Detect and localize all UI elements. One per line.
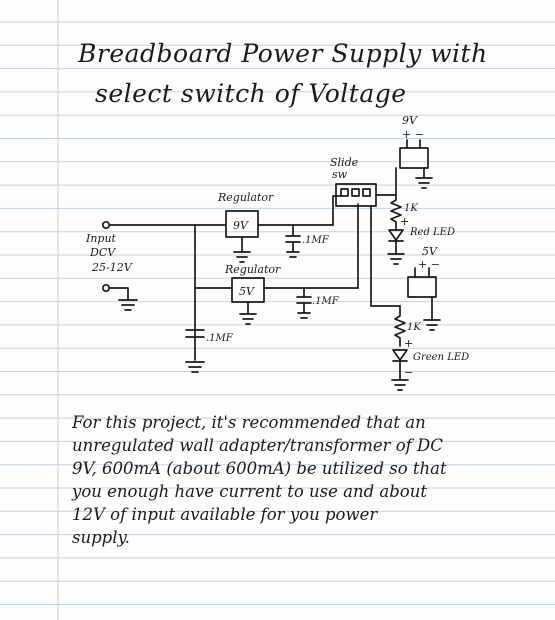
input-terminal-negative [101, 283, 111, 293]
led-green [392, 349, 408, 381]
note-line-5: 12V of input available for you power [72, 505, 378, 524]
regulator-9v-label: 9V [233, 219, 249, 232]
ruled-lines [0, 21, 555, 605]
input-terminal-positive [101, 220, 111, 230]
note-line-2: unregulated wall adapter/transformer of … [72, 436, 443, 455]
ground-red-led-icon [387, 253, 405, 265]
regulator-top-label: Regulator [217, 191, 274, 204]
note-line-1: For this project, it's recommended that … [71, 413, 426, 432]
minus-5v-led: − [404, 366, 413, 379]
plus-5v-led: + [404, 337, 413, 350]
output-9v-header [399, 147, 429, 169]
slide-switch-pin-3 [362, 188, 371, 197]
ground-5v-header-icon [423, 296, 441, 331]
slide-switch-label-2: sw [332, 168, 348, 181]
input-voltage-label: 25-12V [91, 261, 133, 274]
ground-green-led-icon [391, 379, 409, 391]
output-9v-polarity: + − [402, 128, 424, 141]
led-red [388, 229, 404, 255]
res-9v-label: 1K [404, 203, 418, 214]
title-line-1: Breadboard Power Supply with [77, 39, 488, 68]
cap-9v-label: .1MF [302, 235, 330, 246]
output-5v-header [407, 276, 437, 298]
wire-9v-header [395, 167, 433, 196]
plus-9v-led: + [400, 215, 409, 228]
schematic: Input DCV 25-12V .1MF Regulator 9V .1MF … [85, 114, 469, 391]
cap-bulk-label: .1MF [206, 333, 234, 344]
capacitor-5v-out [296, 287, 312, 319]
regulator-bottom-label: Regulator [224, 263, 281, 276]
note-line-3: 9V, 600mA (about 600mA) be utilized so t… [72, 459, 447, 478]
note-line-4: you enough have current to use and about [71, 482, 427, 501]
resistor-5v-branch [394, 305, 406, 347]
wire-switch-to-5v-branch [370, 205, 401, 307]
regulator-5v-label: 5V [239, 285, 255, 298]
note-line-6: supply. [72, 528, 130, 547]
slide-switch-pin-2 [351, 188, 360, 197]
input-label: Input [85, 232, 117, 245]
output-5v-polarity: + − [418, 258, 440, 271]
ground-bulk-cap-icon [185, 361, 205, 373]
title-line-2: select switch of Voltage [95, 79, 407, 108]
output-9v-label: 9V [402, 114, 418, 127]
input-dcv-label: DCV [89, 246, 116, 259]
slide-switch-label: Slide [330, 156, 359, 169]
wire-input-ground [109, 287, 129, 301]
capacitor-9v-out [285, 224, 301, 258]
cap-5v-label: .1MF [312, 296, 340, 307]
ground-input-icon [118, 299, 138, 311]
resistor-9v-branch [390, 194, 402, 231]
capacitor-bulk-plates [185, 329, 205, 338]
red-led-label: Red LED [409, 227, 455, 238]
output-5v-label: 5V [422, 245, 438, 258]
slide-switch-pin-1 [340, 188, 349, 197]
wire-9v-to-switch [332, 195, 343, 226]
ground-reg-5v-icon [239, 301, 257, 325]
green-led-label: Green LED [413, 352, 469, 363]
ground-reg-9v-icon [233, 236, 251, 263]
res-5v-label: 1K [407, 322, 421, 333]
output-5v-pins [414, 267, 430, 278]
output-9v-pins [406, 139, 421, 149]
